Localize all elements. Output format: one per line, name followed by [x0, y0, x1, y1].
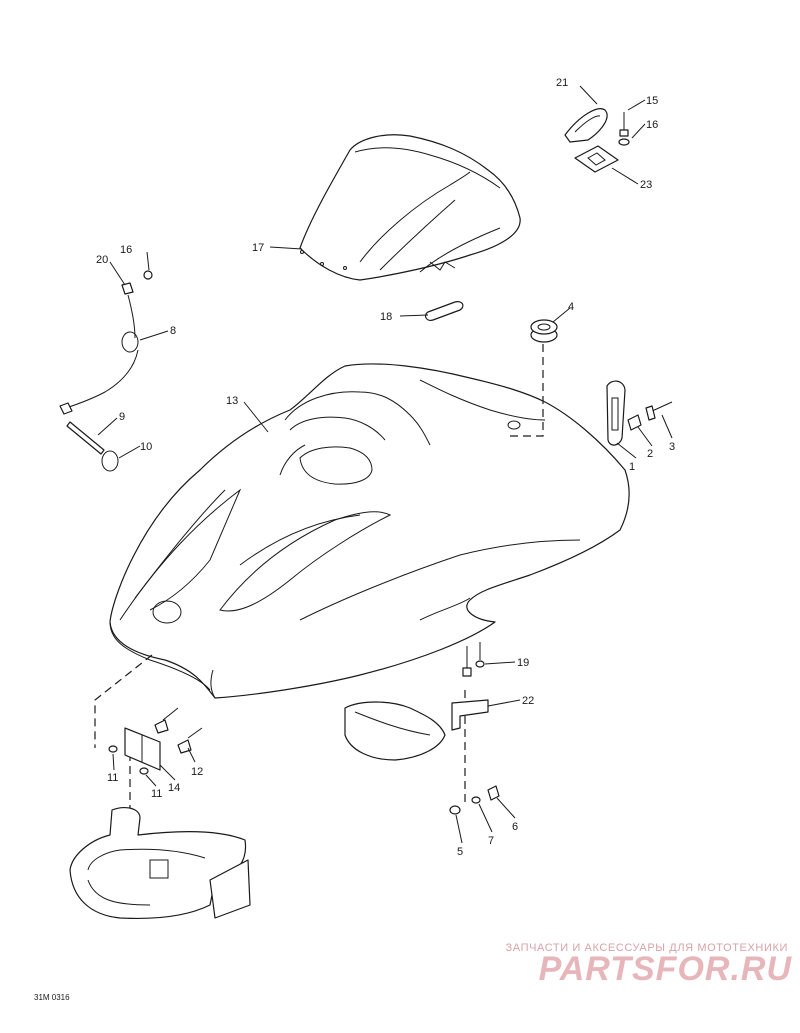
callout-1: 1: [629, 461, 635, 473]
callout-9: 9: [119, 411, 125, 423]
handle-assembly: [606, 380, 673, 446]
callout-21: 21: [556, 77, 568, 89]
callout-19: 19: [517, 657, 529, 669]
callout-3: 3: [669, 441, 675, 453]
side-panel: [344, 699, 489, 761]
callout-22: 22: [522, 695, 534, 707]
callout-11b: 11: [151, 788, 162, 800]
watermark-logo: PARTSFOR.RU: [538, 950, 792, 988]
hinge-assembly: [108, 707, 203, 775]
callout-13: 13: [226, 395, 238, 407]
tether-cord-assembly: [59, 270, 153, 472]
leader-lines: [97, 85, 673, 844]
callout-12: 12: [191, 766, 203, 778]
callout-16b: 16: [120, 244, 132, 256]
callout-6: 6: [512, 821, 518, 833]
callout-16a: 16: [646, 119, 658, 131]
callout-17: 17: [252, 242, 264, 254]
grommet: [530, 319, 558, 343]
callout-15: 15: [646, 95, 658, 107]
reference-code: 31M 0316: [34, 993, 70, 1002]
watermark-tagline: ЗАПЧАСТИ И АКСЕССУАРЫ ДЛЯ МОТОТЕХНИКИ: [505, 942, 788, 954]
cable-tie-assembly: [564, 108, 630, 173]
callout-20: 20: [96, 254, 108, 266]
callout-14: 14: [168, 782, 180, 794]
callout-18: 18: [380, 311, 392, 323]
fastener-assembly: [449, 642, 500, 815]
callout-5: 5: [457, 846, 463, 858]
callout-10: 10: [140, 441, 152, 453]
callout-11a: 11: [107, 772, 118, 784]
hood-body: [109, 363, 630, 699]
rubber-strip: [424, 301, 464, 321]
callout-2: 2: [647, 448, 653, 460]
windshield: [299, 134, 521, 281]
callout-8: 8: [170, 325, 176, 337]
callout-4: 4: [568, 301, 574, 313]
callout-7: 7: [488, 835, 494, 847]
callouts: 1 2 3 4 5 6 7 8 9 10 11 11 12 13 14 15 1…: [96, 77, 675, 858]
bumper: [69, 807, 251, 919]
callout-23: 23: [640, 179, 652, 191]
